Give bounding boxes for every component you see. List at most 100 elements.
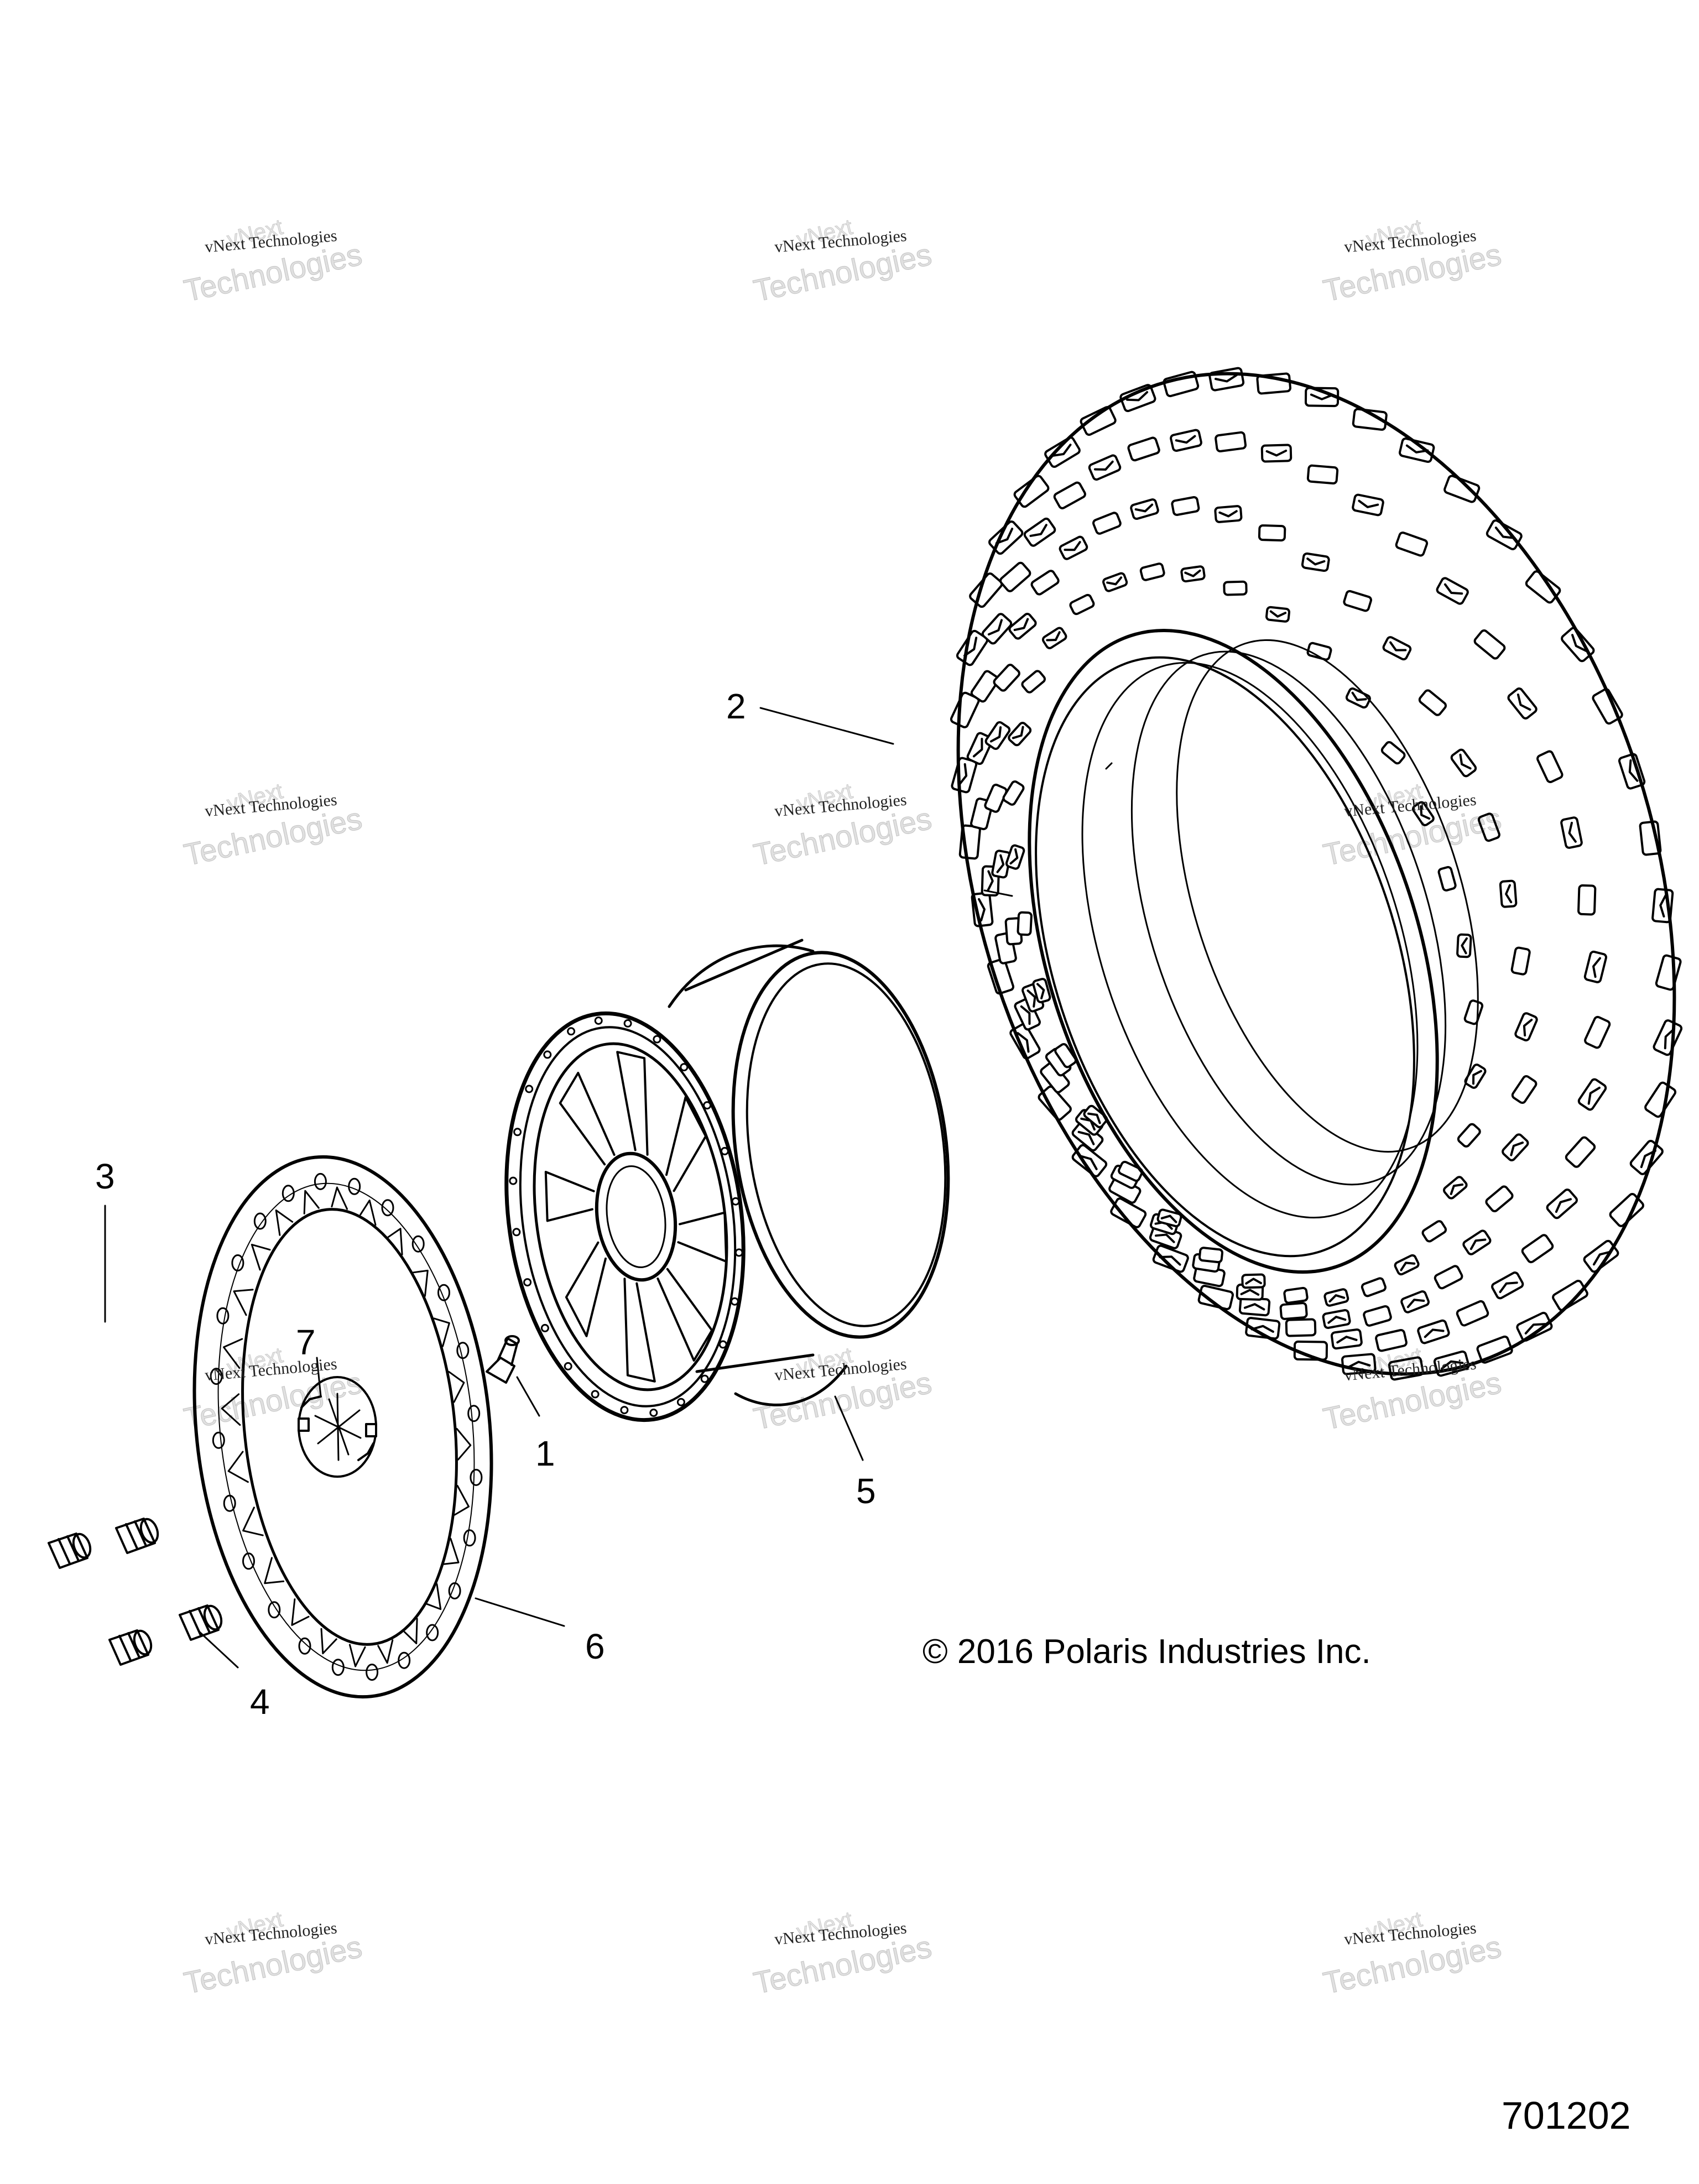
bolt-hole (591, 1390, 600, 1399)
tread-block (1102, 572, 1128, 592)
tread-block (1208, 367, 1245, 392)
tread-block (1279, 1302, 1308, 1320)
tread-mark (1664, 1028, 1676, 1050)
tread-mark (1469, 1238, 1487, 1250)
tread-block (1552, 1279, 1588, 1311)
tread-block (1283, 1286, 1309, 1304)
ring-scallop (412, 1269, 429, 1297)
tread-mark (963, 637, 978, 657)
ring-scallop (233, 1289, 254, 1316)
tread-block (981, 613, 1013, 645)
tire (950, 367, 1683, 1381)
tread-block (1437, 866, 1457, 892)
tread-block (970, 670, 1000, 703)
tread-mark (1499, 1281, 1518, 1294)
tread-block (1038, 1085, 1072, 1121)
tread-block (1053, 481, 1086, 509)
tread-block (1462, 1229, 1492, 1255)
callout-3: 3 (95, 1156, 115, 1196)
tread-block (1363, 1305, 1392, 1327)
ring-scallop (320, 1628, 337, 1655)
ring-hole (411, 1235, 425, 1253)
tread-block (1491, 1271, 1524, 1300)
ring-hole (398, 1651, 411, 1669)
bolt-hole (720, 1146, 729, 1155)
tire-bead (1035, 656, 1415, 1258)
tread-block (1436, 577, 1469, 605)
rim-bolt-holes (509, 1017, 743, 1417)
tread-mark (1587, 1086, 1601, 1105)
tread-mark (1029, 524, 1047, 537)
tread-block (1380, 741, 1406, 765)
tread-mark (1420, 805, 1431, 820)
ring-hole (331, 1659, 345, 1676)
tread-block (1450, 748, 1477, 778)
tread-mark (1013, 618, 1029, 632)
ring-hole (470, 1468, 483, 1486)
lug-nut (179, 1604, 223, 1641)
ring-hole (268, 1601, 281, 1619)
tread-mark (1310, 393, 1334, 400)
tread-mark (1523, 1019, 1533, 1037)
tread-mark (1184, 569, 1201, 577)
bolt-hole (512, 1228, 521, 1237)
ring-hole (253, 1212, 267, 1230)
tread-mark (1347, 1361, 1371, 1369)
ring-hole (448, 1582, 461, 1599)
tread-mark (1510, 1141, 1524, 1156)
tread-mark (1214, 374, 1238, 383)
tread-block (1507, 687, 1538, 720)
tread-mark (1077, 1130, 1095, 1145)
tread-mark (996, 854, 1005, 873)
tread-mark (1243, 1303, 1265, 1311)
ring-hole (463, 1529, 476, 1547)
watermark: vNext vNext Technologies Technologies (1311, 1907, 1576, 2024)
tread-block (1499, 879, 1518, 908)
callout-4: 4 (250, 1682, 270, 1722)
bolt-hole (594, 1017, 603, 1025)
tread-mark (987, 619, 1003, 636)
tread-block (1411, 801, 1435, 826)
bolt-hole (653, 1035, 661, 1044)
watermark: vNext vNext Technologies Technologies (741, 1343, 1007, 1460)
tread-block (1473, 629, 1506, 660)
ring-scallop (331, 1186, 348, 1210)
tread-mark (1450, 1183, 1464, 1195)
bolt-hole (525, 1085, 534, 1093)
tread-block (1021, 670, 1046, 694)
ring-scallop (359, 1199, 377, 1226)
beadlock-ring-holes (210, 1172, 483, 1681)
tread-mark (1424, 1328, 1445, 1338)
tread-block (1421, 1220, 1447, 1243)
bolt-hole (649, 1409, 658, 1417)
tread-block (1130, 498, 1159, 520)
tread-block (1456, 1300, 1489, 1327)
tread-block (1395, 531, 1429, 557)
tread-mark (1459, 753, 1472, 770)
ring-hole (242, 1552, 255, 1570)
tread-block (1214, 505, 1243, 523)
tread-mark (1093, 460, 1114, 471)
ring-scallop (387, 1228, 403, 1255)
wheel-rim (504, 939, 950, 1422)
tread-mark (1265, 450, 1288, 457)
tread-mark (1250, 1325, 1274, 1333)
ring-hole (282, 1185, 295, 1202)
tread-mark (1026, 989, 1036, 1008)
tread-mark (1628, 759, 1639, 782)
tread-block (1083, 1104, 1108, 1129)
tread-block (1002, 780, 1025, 806)
watermark: vNext vNext Technologies Technologies (171, 779, 437, 896)
valve-stem (486, 1335, 520, 1384)
watermark: vNext vNext Technologies Technologies (171, 215, 437, 332)
ring-scallop (454, 1485, 470, 1516)
bolt-hole (567, 1027, 576, 1036)
tread-mark (1351, 691, 1367, 701)
tread-block (1394, 1254, 1420, 1276)
tread-block (1463, 999, 1484, 1025)
tread-mark (1009, 848, 1019, 865)
tread-mark (1240, 1289, 1260, 1296)
lug-nut (48, 1533, 92, 1569)
bolt-hole (523, 1278, 532, 1287)
